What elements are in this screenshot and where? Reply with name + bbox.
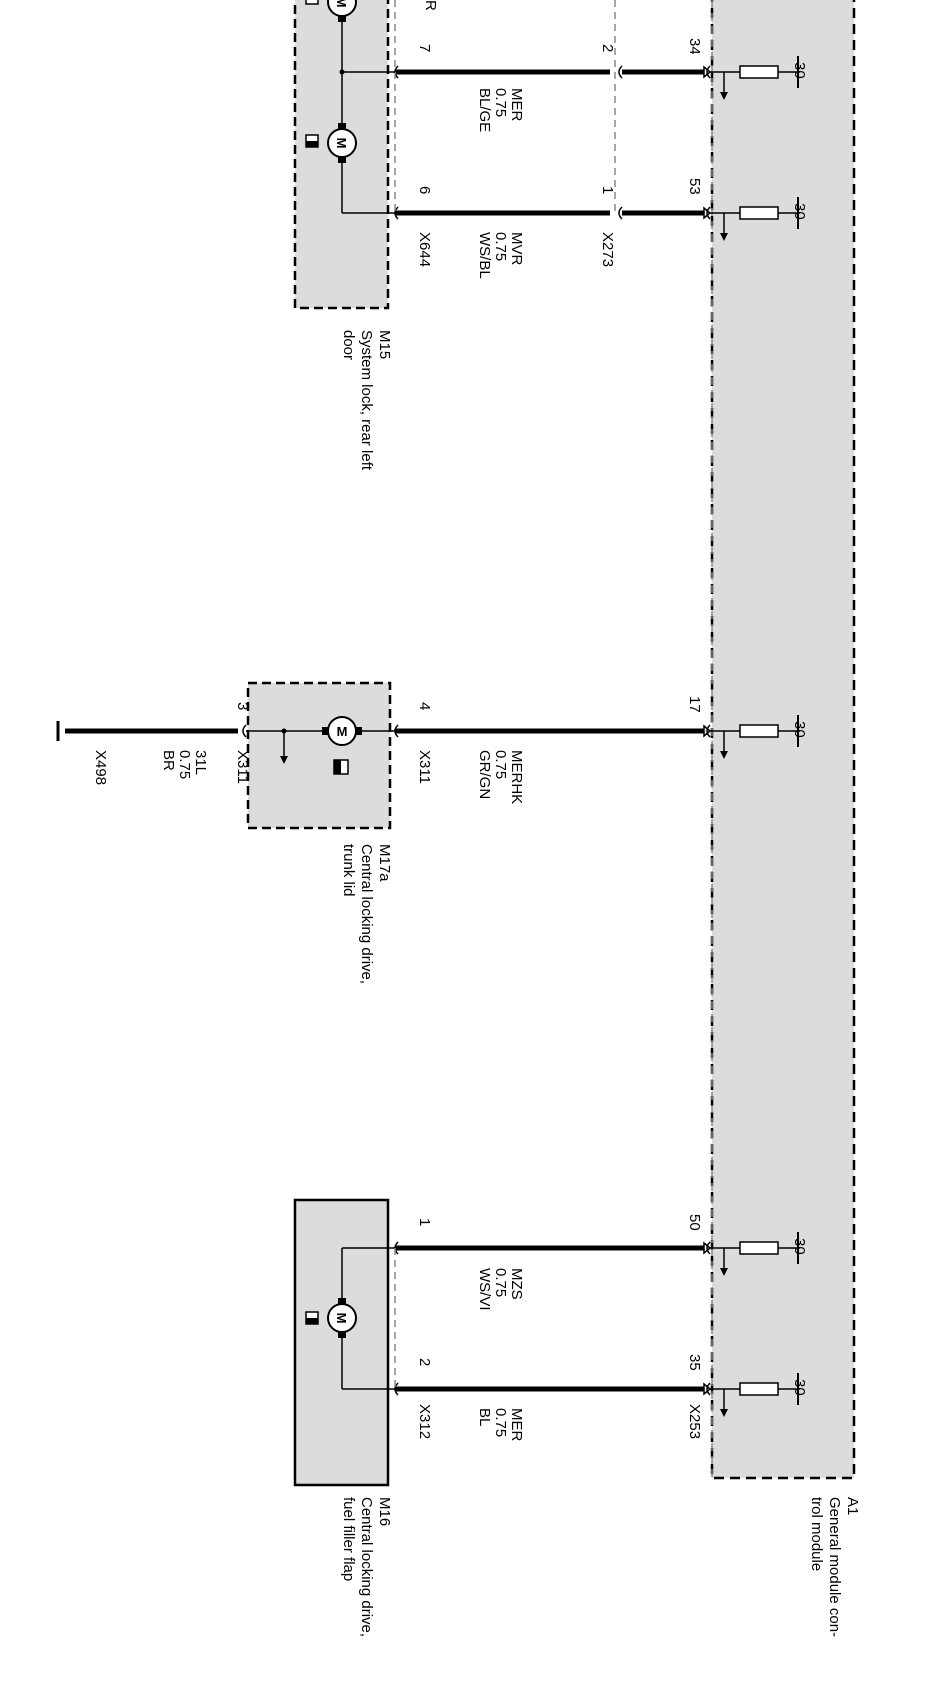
wire-34-far-pin: 7 — [416, 44, 433, 52]
ground-color: BR — [160, 750, 177, 771]
component-m17a — [246, 681, 398, 830]
ground-size: 0.75 — [176, 750, 193, 779]
ref-30-2: 30 — [791, 203, 808, 220]
module-a1-name-2: trol module — [808, 1497, 825, 1571]
m17a-connector-a: X311 — [416, 750, 433, 784]
m15-id: M15 — [376, 330, 393, 359]
module-a1-box — [710, 0, 856, 1480]
m15-connector: X644 — [416, 232, 433, 267]
component-m16 — [293, 1198, 396, 1487]
pin-53-label: 53 — [686, 178, 703, 195]
ground-connector: X498 — [92, 750, 109, 785]
ground-signal: 31L — [192, 750, 209, 775]
connector-x273 — [614, 0, 616, 213]
wire-35-signal: MER — [508, 1408, 525, 1442]
pin-17-label: 17 — [686, 696, 703, 713]
wire-34-signal: MER — [508, 88, 525, 122]
m16-connector: X312 — [416, 1404, 433, 1439]
wire-50-color: WS/VI — [476, 1268, 493, 1311]
wire-53-size: 0.75 — [492, 232, 509, 261]
m15-cut-label: R — [422, 0, 439, 11]
x273-connector: X273 — [599, 232, 616, 267]
ref-30-3: 30 — [791, 721, 808, 738]
wire-17-size: 0.75 — [492, 750, 509, 779]
wire-17-color: GR/GN — [476, 750, 493, 799]
m16-name-2: fuel filler flap — [340, 1497, 357, 1581]
ref-30-1: 30 — [791, 62, 808, 79]
m17a-name-2: trunk lid — [340, 844, 357, 897]
m16-name-1: Central locking drive, — [358, 1497, 375, 1637]
wire-53-signal: MVR — [508, 232, 525, 266]
wire-50-signal: MZS — [508, 1268, 525, 1300]
m17a-connector-b: X311 — [234, 750, 251, 784]
wire-34-color: BL/GE — [476, 88, 493, 132]
wire-53-color: WS/BL — [476, 232, 493, 279]
m16-id: M16 — [376, 1497, 393, 1526]
module-a1-connector: X253 — [686, 1404, 703, 1439]
m17a-id: M17a — [376, 844, 393, 882]
component-m15 — [293, 0, 396, 310]
wire-53-far-pin: 6 — [416, 186, 433, 194]
pin-34-label: 34 — [686, 38, 703, 55]
m15-name-2: door — [340, 330, 357, 360]
ref-30-4: 30 — [791, 1238, 808, 1255]
wire-35-far-pin: 2 — [416, 1358, 433, 1366]
wire-17-far-pin: 4 — [416, 702, 433, 710]
module-a1-name-1: General module con- — [826, 1497, 843, 1637]
wire-50-far-pin: 1 — [416, 1218, 433, 1226]
m17a-box — [246, 681, 392, 830]
m15-switch-icon — [305, 0, 319, 5]
module-a1-id: A1 — [844, 1497, 861, 1515]
wire-34-mid-pin: 2 — [599, 44, 616, 52]
wire-35-size: 0.75 — [492, 1408, 509, 1437]
module-a1 — [710, 0, 856, 1480]
m17a-ground-pin: 3 — [234, 702, 251, 710]
pin-35-label: 35 — [686, 1354, 703, 1371]
m15-name-1: System lock, rear left — [358, 330, 375, 471]
m17a-name-1: Central locking drive, — [358, 844, 375, 984]
wire-35-color: BL — [476, 1408, 493, 1426]
ref-30-5: 30 — [791, 1379, 808, 1396]
wire-50-size: 0.75 — [492, 1268, 509, 1297]
wire-53-mid-pin: 1 — [599, 186, 616, 194]
pin-50-label: 50 — [686, 1214, 703, 1231]
wire-34-size: 0.75 — [492, 88, 509, 117]
wire-17-signal: MERHK — [508, 750, 525, 804]
